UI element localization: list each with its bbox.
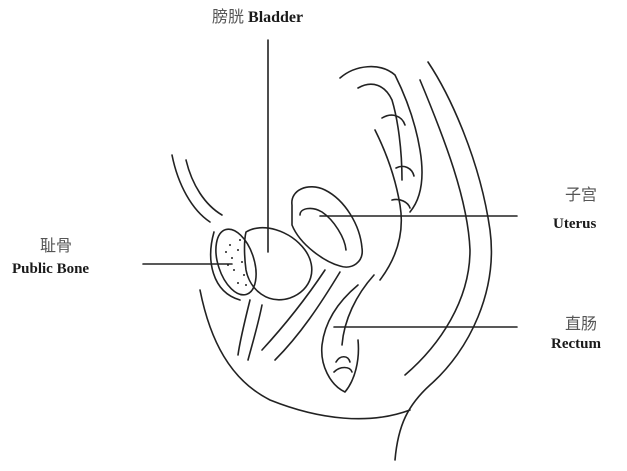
pubic-outer: [211, 232, 240, 300]
vertebra-1: [382, 115, 405, 125]
pubic-bone-label-zh: 耻骨: [40, 239, 72, 255]
uterus-cavity: [300, 208, 346, 250]
uterus-label-zh: 子宫: [565, 188, 597, 204]
sacrum-inner: [358, 84, 402, 180]
uterus-label-en: Uterus: [553, 217, 596, 232]
front-lower-contour: [200, 290, 410, 419]
bladder-label: 膀胱 Bladder: [212, 10, 303, 26]
coccyx-line: [375, 130, 401, 280]
uterus-outline: [292, 187, 362, 267]
back-contour: [395, 62, 491, 460]
bladder-label-en: Bladder: [248, 9, 303, 26]
front-abdomen-2: [186, 160, 222, 215]
pubic-bone-label-en: Public Bone: [12, 262, 89, 277]
rectum-label-zh: 直肠: [565, 317, 597, 333]
sacrum-outline: [340, 67, 422, 212]
rectum-outline: [322, 285, 359, 392]
anal-folds: [334, 357, 352, 372]
vertebra-2: [396, 166, 414, 176]
urethra-2: [248, 305, 262, 360]
front-abdomen: [172, 155, 210, 222]
urethra-1: [238, 300, 250, 355]
rectum-label-en: Rectum: [551, 337, 601, 352]
bladder-label-zh: 膀胱: [212, 9, 244, 26]
